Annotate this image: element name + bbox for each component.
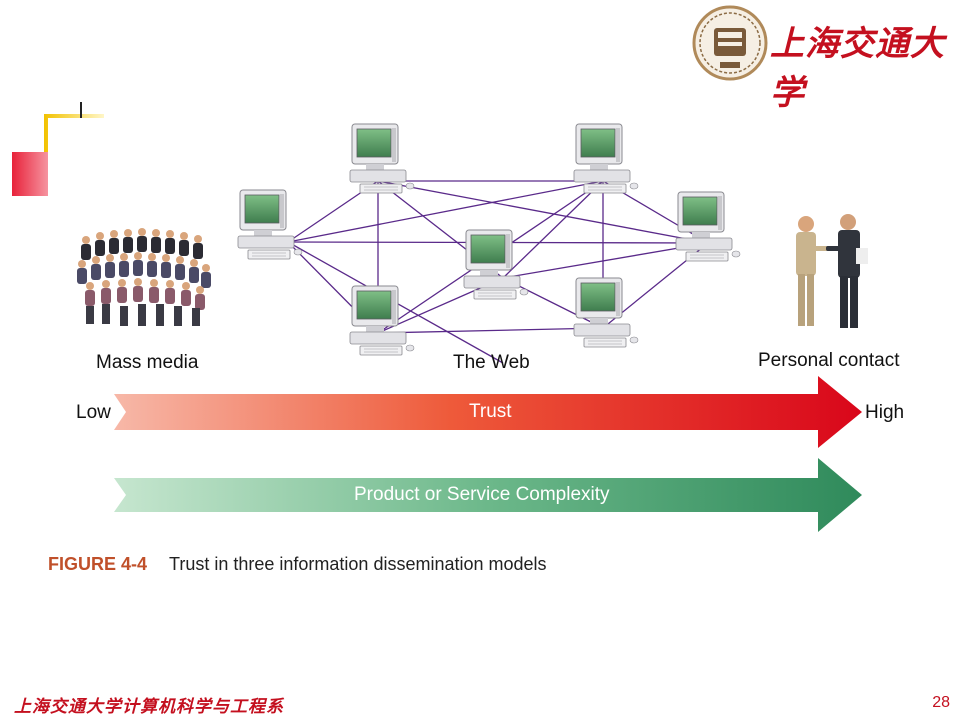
figure-caption-text: Trust in three information dissemination… — [169, 554, 547, 574]
figure-caption: FIGURE 4-4 Trust in three information dis… — [48, 554, 547, 575]
low-label: Low — [76, 402, 111, 423]
footer-department: 上海交通大学计算机科学与工程系 — [14, 697, 284, 717]
handshake-icon — [796, 214, 868, 328]
complexity-arrow-label: Product or Service Complexity — [354, 484, 610, 505]
mass-media-label: Mass media — [96, 352, 199, 373]
computer-icon — [675, 191, 741, 262]
the-web-label: The Web — [453, 352, 530, 373]
high-label: High — [865, 402, 905, 423]
computer-icon — [237, 189, 303, 260]
figure-number: FIGURE 4-4 — [48, 554, 148, 574]
figure-panel: Mass media The Web Personal contact Low … — [48, 118, 912, 574]
university-name: 上海交通大学 — [770, 24, 945, 113]
complexity-arrow — [114, 458, 862, 532]
figure-graphic — [77, 123, 868, 532]
computer-icon — [349, 285, 415, 356]
computer-icon — [463, 229, 529, 300]
trust-arrow — [114, 376, 862, 448]
trust-arrow-label: Trust — [469, 401, 512, 422]
crowd-icon — [77, 224, 212, 334]
university-seal-icon — [692, 5, 768, 81]
computer-icon — [573, 277, 639, 348]
personal-contact-label: Personal contact — [758, 350, 900, 371]
computer-icon — [349, 123, 415, 194]
page-number: 28 — [932, 694, 950, 711]
